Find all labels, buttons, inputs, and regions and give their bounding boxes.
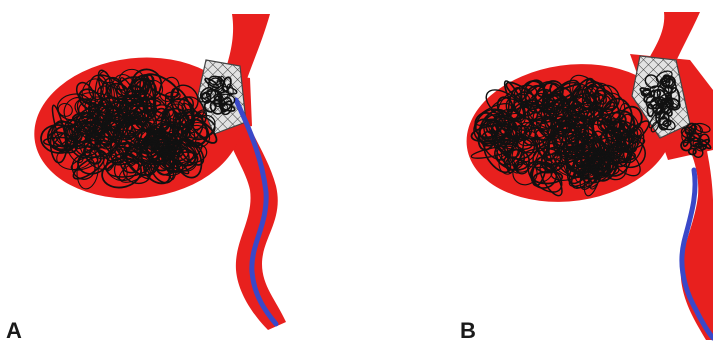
panel-label-a: A <box>6 318 22 344</box>
panel-label-b: B <box>460 318 476 344</box>
panel-a <box>27 14 286 330</box>
panel-b <box>458 12 713 340</box>
